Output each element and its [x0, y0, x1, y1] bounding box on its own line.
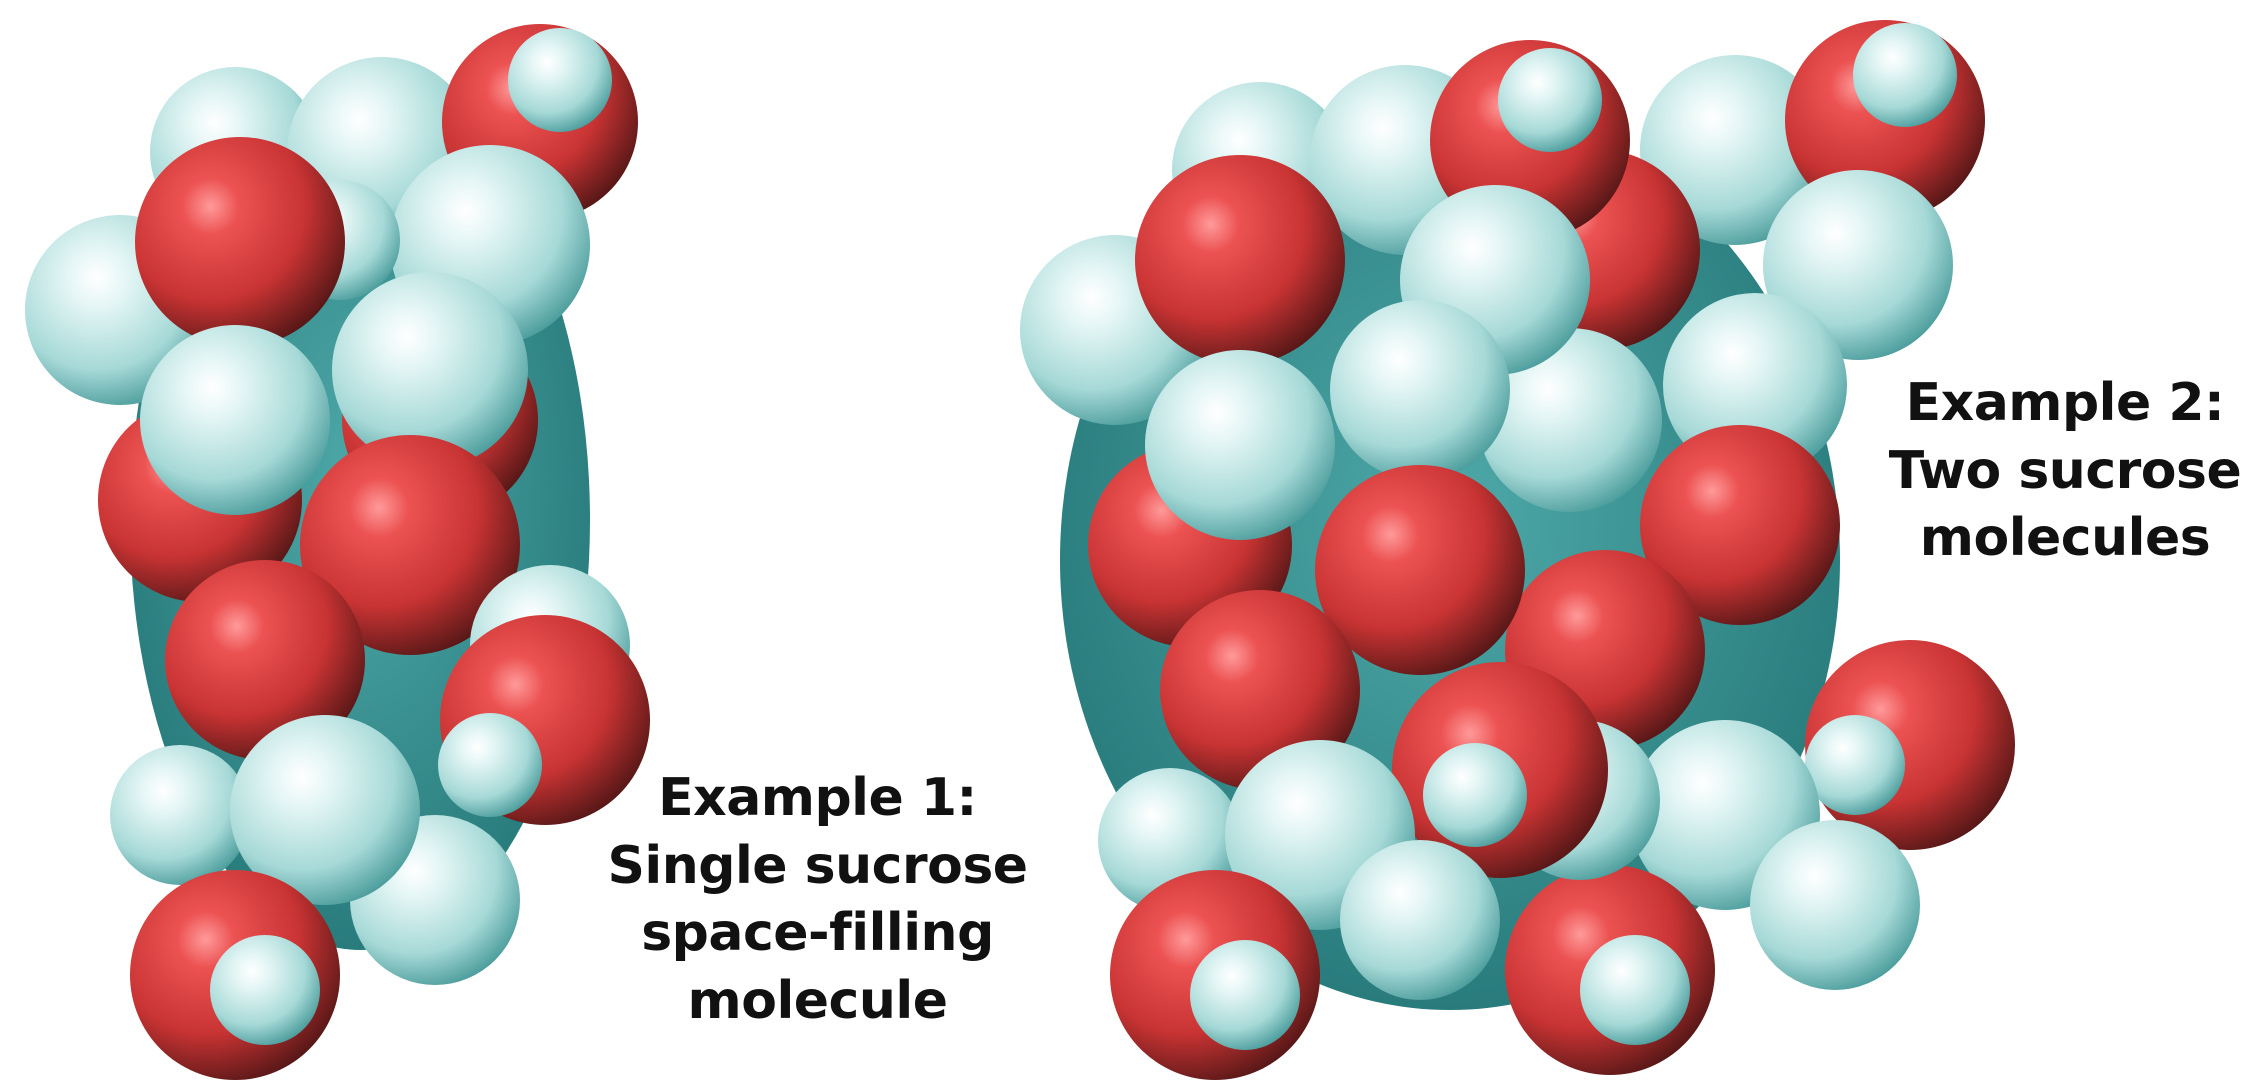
hydrogen-atom: [1145, 350, 1335, 540]
hydrogen-atom: [1853, 23, 1957, 127]
example-1-caption-line-1: Example 1:: [658, 768, 977, 828]
oxygen-atom: [1640, 425, 1840, 625]
example-2-caption-line-1: Example 2:: [1905, 373, 2225, 433]
hydrogen-atom: [140, 325, 330, 515]
hydrogen-atom: [1340, 840, 1500, 1000]
hydrogen-atom: [1478, 328, 1662, 512]
oxygen-atom: [1160, 590, 1360, 790]
hydrogen-atom: [1580, 935, 1690, 1045]
hydrogen-atom: [508, 28, 612, 132]
example-1-caption: Example 1: Single sucrose space-filling …: [590, 765, 1045, 1035]
example-1-caption-line-3: space-filling: [641, 903, 994, 964]
oxygen-atom: [165, 560, 365, 760]
hydrogen-atom: [1640, 55, 1830, 245]
hydrogen-atom: [110, 745, 250, 885]
example-1-caption-line-4: molecule: [687, 970, 948, 1031]
oxygen-atom: [135, 137, 345, 347]
hydrogen-atom: [210, 935, 320, 1045]
hydrogen-atom: [1330, 300, 1510, 480]
hydrogen-atom: [438, 713, 542, 817]
single-sucrose-molecule: [25, 24, 650, 1080]
oxygen-atom: [1135, 155, 1345, 365]
example-2-caption-line-3: molecules: [1919, 508, 2211, 569]
hydrogen-atom: [1423, 743, 1527, 847]
oxygen-atom: [300, 435, 520, 655]
example-2-caption: Example 2: Two sucrose molecules: [1880, 370, 2250, 573]
two-sucrose-molecules: [1020, 20, 2015, 1080]
hydrogen-atom: [332, 272, 528, 468]
hydrogen-atom: [1750, 820, 1920, 990]
hydrogen-atom: [1805, 715, 1905, 815]
hydrogen-atom: [1190, 940, 1300, 1050]
hydrogen-atom: [1498, 48, 1602, 152]
oxygen-atom: [1315, 465, 1525, 675]
example-2-caption-line-2: Two sucrose: [1888, 440, 2242, 501]
example-1-caption-line-2: Single sucrose: [607, 835, 1028, 896]
hydrogen-atom: [230, 715, 420, 905]
